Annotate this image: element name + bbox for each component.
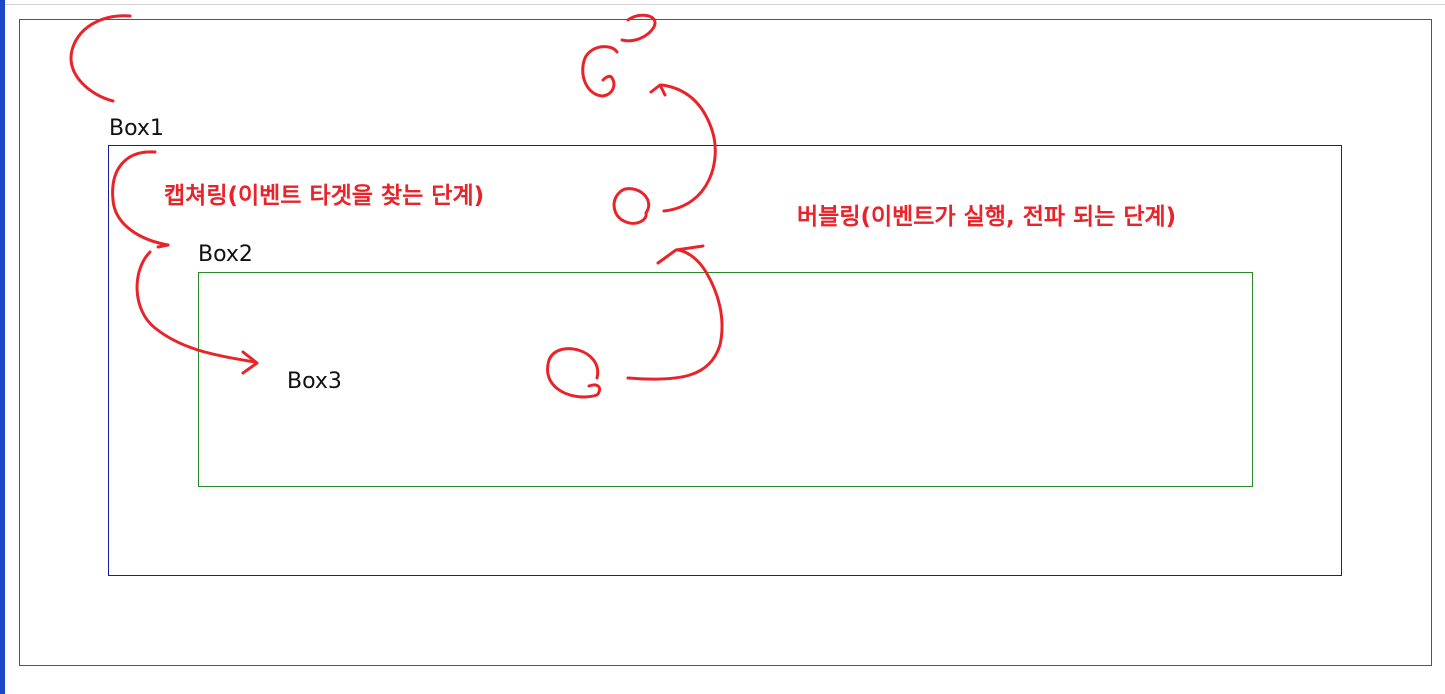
capture-arrow-3 bbox=[156, 243, 170, 249]
target-loop bbox=[546, 347, 602, 399]
bubble-loop-3 bbox=[581, 45, 619, 98]
bubble-loop-2 bbox=[612, 187, 651, 225]
bubble-arrow-1 bbox=[626, 248, 724, 381]
outer-box bbox=[19, 19, 1432, 666]
box2 bbox=[198, 272, 1253, 487]
capture-arrow-2 bbox=[111, 150, 170, 247]
bubble-arrowhead-1 bbox=[656, 244, 705, 265]
window-edge bbox=[0, 0, 5, 694]
capture-arrowhead bbox=[241, 350, 259, 375]
bubble-squiggle-top bbox=[620, 13, 657, 43]
box1-label: Box1 bbox=[109, 116, 164, 141]
capturing-note: 캡쳐링(이벤트 타겟을 찾는 단계) bbox=[164, 183, 485, 209]
box3-label: Box3 bbox=[287, 369, 342, 394]
bubble-arrowhead-2 bbox=[649, 83, 667, 97]
top-divider bbox=[5, 4, 1445, 5]
bubbling-note: 버블링(이벤트가 실행, 전파 되는 단계) bbox=[797, 204, 1177, 230]
box1 bbox=[108, 145, 1342, 576]
capture-arrow-4 bbox=[135, 250, 257, 364]
box2-label: Box2 bbox=[198, 242, 253, 267]
capture-arrow-1 bbox=[69, 14, 132, 103]
bubble-arrow-2 bbox=[660, 83, 717, 213]
